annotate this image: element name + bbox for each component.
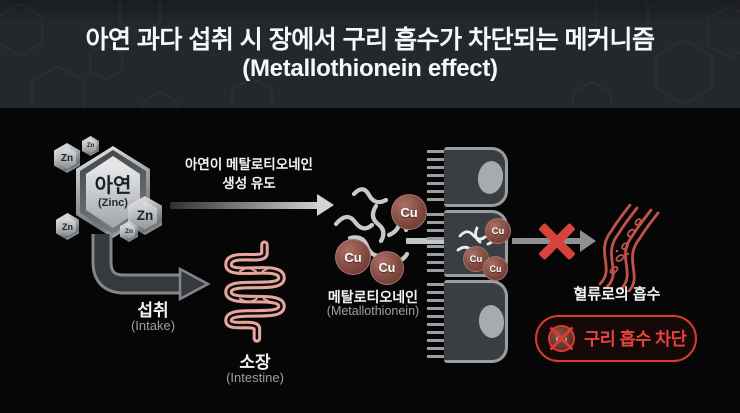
blocked-arrow-icon	[512, 238, 582, 244]
header: 아연 과다 섭취 시 장에서 구리 흡수가 차단되는 메커니즘 (Metallo…	[0, 0, 740, 108]
cell-nucleus	[475, 159, 506, 196]
intake-arrow-icon	[91, 234, 211, 302]
cell-copper-ion-icon: Cu	[483, 256, 508, 281]
induction-label-line1: 아연이 메탈로티오네인	[185, 157, 313, 172]
copper-ion-icon: Cu	[370, 251, 404, 285]
brush-border-icon	[427, 150, 444, 204]
blocked-copper-ring	[548, 325, 575, 352]
zn-satellite-face: Zn	[84, 138, 97, 154]
intake-label: 섭취	[137, 301, 169, 320]
intestinal-cell	[444, 147, 508, 207]
zn-satellite-icon: Zn	[82, 136, 99, 156]
zn-satellite-face: Zn	[59, 216, 76, 237]
hexagon-pattern-background	[0, 0, 740, 108]
diagram-canvas: 아연 (Zinc) Zn Zn Zn Zn Zn 아연이 메탈로티오네인 생성 …	[0, 108, 740, 413]
blood-vessel-icon	[598, 204, 660, 292]
zinc-label: 아연	[94, 174, 132, 197]
induction-arrowhead-icon	[317, 194, 334, 216]
metallothionein-sublabel: (Metallothionein)	[326, 304, 420, 318]
blocked-arrowhead-icon	[580, 230, 596, 252]
induction-arrow-icon	[170, 202, 318, 209]
zn-satellite-icon: Zn	[120, 221, 138, 242]
zinc-sublabel: (Zinc)	[98, 196, 128, 209]
header-top-shade	[0, 0, 740, 108]
figure-title-line1: 아연 과다 섭취 시 장에서 구리 흡수가 차단되는 메커니즘	[85, 26, 655, 54]
zn-satellite-icon: Zn	[128, 196, 162, 235]
cell-copper-ion-icon: Cu	[485, 218, 511, 244]
copper-ion-icon: Cu	[335, 239, 371, 275]
copper-blocked-label: 구리 흡수 차단	[584, 329, 687, 349]
bloodstream-label: 혈류로의 흡수	[573, 286, 661, 303]
zinc-hexagon-face: 아연 (Zinc)	[86, 156, 140, 228]
zn-satellite-icon: Zn	[54, 143, 80, 173]
cell-nucleus	[477, 303, 506, 340]
zn-satellite-face: Zn	[132, 201, 158, 230]
zn-satellite-icon: Zn	[56, 213, 79, 240]
intestine-label: 소장	[239, 353, 271, 372]
brush-border-icon	[427, 283, 444, 361]
metallothionein-label: 메탈로티오네인	[327, 289, 419, 305]
zn-satellite-face: Zn	[57, 147, 77, 169]
zn-satellite-face: Zn	[122, 223, 136, 240]
brush-border-icon	[427, 213, 444, 275]
intestine-icon	[224, 240, 286, 343]
copper-ion-icon: Cu	[391, 194, 427, 230]
figure-title-line2: (Metallothionein effect)	[242, 55, 498, 82]
copper-blocked-badge: Cu 구리 흡수 차단	[535, 315, 697, 362]
induction-label-line2: 생성 유도	[222, 176, 276, 191]
intestine-sublabel: (Intestine)	[226, 370, 284, 385]
intestinal-cell	[444, 280, 508, 363]
blocked-copper-icon: Cu	[548, 325, 575, 352]
intake-sublabel: (Intake)	[130, 318, 176, 333]
